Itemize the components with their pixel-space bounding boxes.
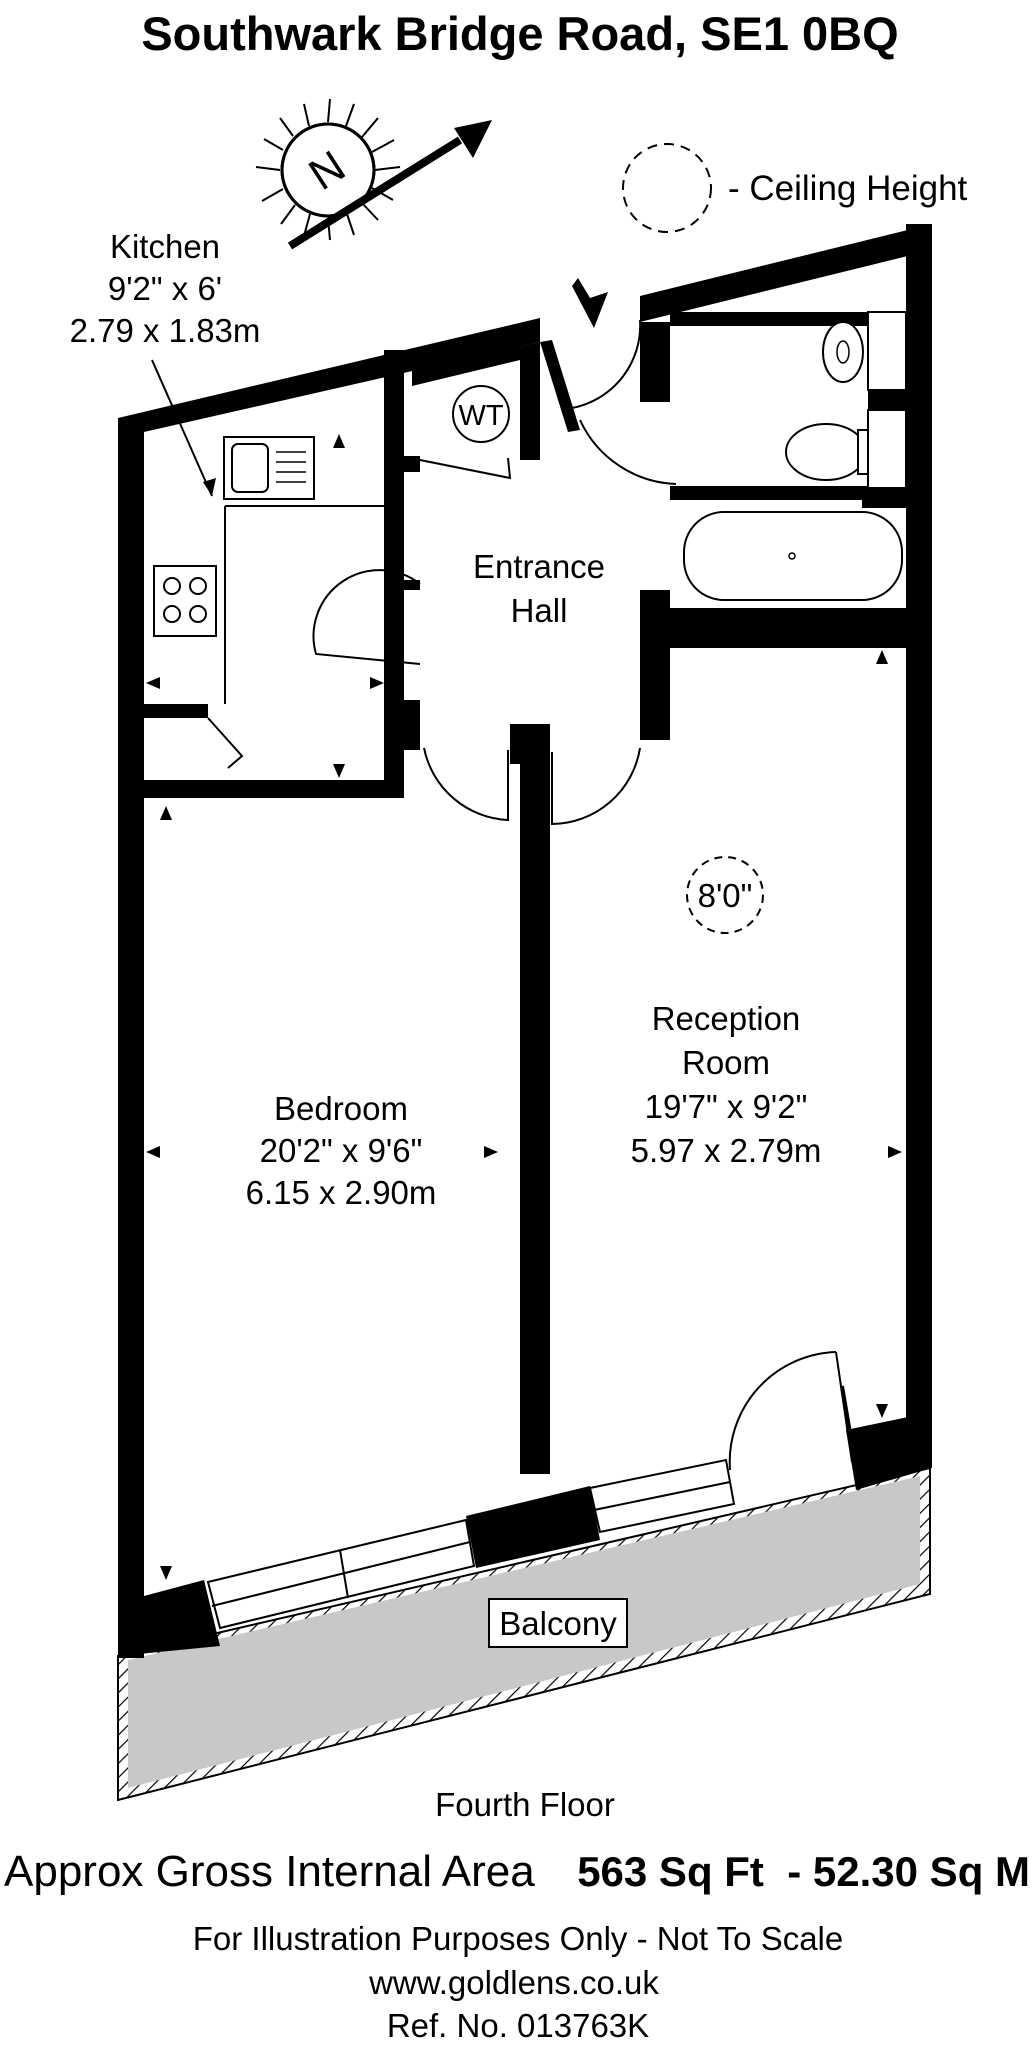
reception-imperial: 19'7" x 9'2" [645,1088,808,1125]
ceiling-height-marker [686,856,764,934]
balcony-label-box [488,1598,628,1648]
entrance-hall-line2: Hall [511,592,568,629]
bedroom-imperial: 20'2" x 9'6" [260,1132,423,1169]
disclaimer: For Illustration Purposes Only - Not To … [193,1920,844,1957]
balcony-label: Balcony [499,1605,617,1642]
kitchen-pointer [151,359,213,497]
bathroom [670,311,907,648]
toilet-icon [785,423,867,481]
north-arrow-icon [255,98,492,250]
wt-label: WT [458,400,503,432]
website: www.goldlens.co.uk [368,1964,659,2001]
entrance-hall-line1: Entrance [473,548,605,585]
area-value: 563 Sq Ft - 52.30 Sq M [577,1848,1030,1895]
entrance-arrow-icon [572,278,608,328]
bedroom-metric: 6.15 x 2.90m [246,1174,437,1211]
kitchen-imperial: 9'2" x 6' [108,270,222,307]
bath-icon [683,511,903,601]
windows [206,1458,736,1630]
outer-walls [118,224,932,1658]
bedroom-name: Bedroom [274,1090,408,1127]
reception-line2: Room [682,1044,770,1081]
reception-line1: Reception [652,1000,801,1037]
reference-number: Ref. No. 013763K [387,2007,649,2044]
page-title: Southwark Bridge Road, SE1 0BQ [141,7,898,60]
dimension-markers [146,434,902,1580]
kitchen-metric: 2.79 x 1.83m [70,312,261,349]
kitchen-name: Kitchen [110,228,220,265]
basin-icon [822,321,864,383]
ceiling-height-value: 8'0" [698,877,753,914]
ceiling-height-icon [622,143,712,233]
area-label: Approx Gross Internal Area [4,1847,535,1896]
kitchen [144,350,404,798]
reception-metric: 5.97 x 2.79m [631,1132,822,1169]
wt-icon [452,385,510,443]
floor-label: Fourth Floor [435,1786,615,1823]
entrance-hall [404,322,670,1474]
hob-icon [153,565,217,637]
ceiling-height-legend: - Ceiling Height [728,169,968,208]
